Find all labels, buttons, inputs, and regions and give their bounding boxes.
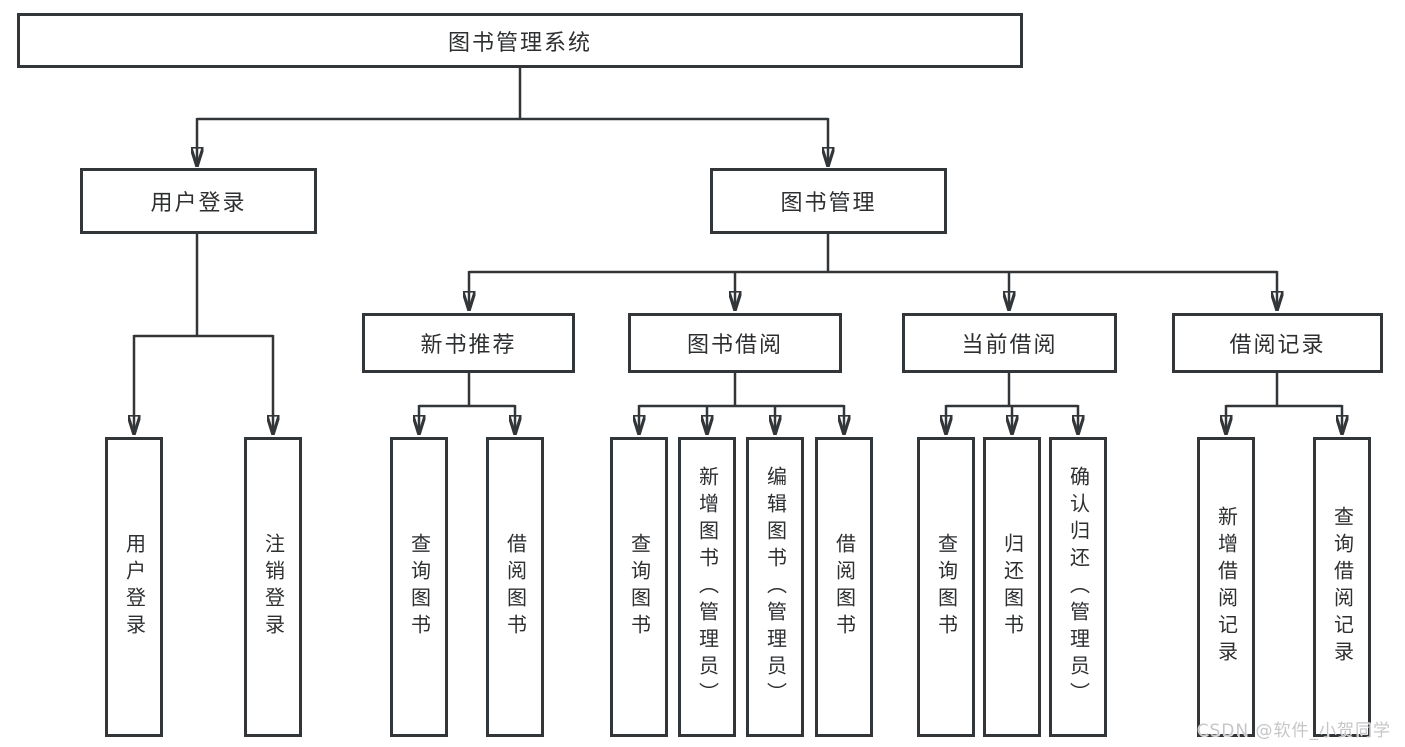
node-new-book-recommendation: 新书推荐 [362, 313, 575, 373]
node-label: 查询借阅记录 [1330, 506, 1355, 668]
node-label: 编辑图书（管理员） [763, 465, 788, 709]
node-label: 用户登录 [122, 533, 147, 641]
node-label: 确认归还（管理员） [1066, 465, 1091, 709]
node-label: 借阅图书 [503, 533, 528, 641]
leaf-current-query-book: 查询图书 [917, 437, 975, 737]
leaf-records-query-record: 查询借阅记录 [1313, 437, 1371, 737]
leaf-logout: 注销登录 [244, 437, 302, 737]
node-label: 用户登录 [150, 191, 247, 216]
borrowing-records-connectors [1226, 373, 1342, 430]
leaf-recommend-borrow-book: 借阅图书 [486, 437, 544, 737]
current-borrowing-connectors [946, 373, 1078, 430]
node-label: 新书推荐 [420, 333, 517, 358]
node-label: 图书管理 [780, 191, 877, 216]
leaf-borrowing-edit-book-admin: 编辑图书（管理员） [746, 437, 804, 737]
node-root: 图书管理系统 [17, 13, 1023, 68]
new-book-recommendation-connectors [419, 373, 515, 430]
node-label: 图书借阅 [686, 333, 783, 358]
leaf-current-confirm-return-admin: 确认归还（管理员） [1049, 437, 1107, 737]
node-label: 新增借阅记录 [1214, 506, 1239, 668]
node-borrowing-records: 借阅记录 [1172, 313, 1383, 373]
node-user-login: 用户登录 [80, 168, 317, 234]
node-label: 借阅图书 [832, 533, 857, 641]
leaf-borrowing-borrow-book: 借阅图书 [815, 437, 873, 737]
node-book-management: 图书管理 [710, 168, 947, 234]
node-label: 查询图书 [627, 533, 652, 641]
leaf-user-login: 用户登录 [105, 437, 163, 737]
node-book-borrowing: 图书借阅 [628, 313, 842, 373]
watermark: CSDN @软件_小贺同学 [1196, 721, 1391, 741]
node-label: 注销登录 [261, 533, 286, 641]
node-label: 查询图书 [407, 533, 432, 641]
node-label: 当前借阅 [961, 333, 1058, 358]
node-label: 图书管理系统 [447, 30, 592, 56]
leaf-borrowing-query-book: 查询图书 [610, 437, 668, 737]
user-login-connectors [134, 234, 273, 430]
node-current-borrowing: 当前借阅 [902, 313, 1117, 373]
root-connectors [197, 68, 828, 162]
node-label: 查询图书 [934, 533, 959, 641]
node-label: 新增图书（管理员） [695, 465, 720, 709]
leaf-borrowing-add-book-admin: 新增图书（管理员） [678, 437, 736, 737]
leaf-records-add-record: 新增借阅记录 [1197, 437, 1255, 737]
node-label: 归还图书 [1000, 533, 1025, 641]
book-borrowing-connectors [639, 373, 844, 430]
book-management-connectors [469, 234, 1277, 306]
leaf-recommend-query-book: 查询图书 [390, 437, 448, 737]
leaf-current-return-book: 归还图书 [983, 437, 1041, 737]
node-label: 借阅记录 [1229, 333, 1326, 358]
